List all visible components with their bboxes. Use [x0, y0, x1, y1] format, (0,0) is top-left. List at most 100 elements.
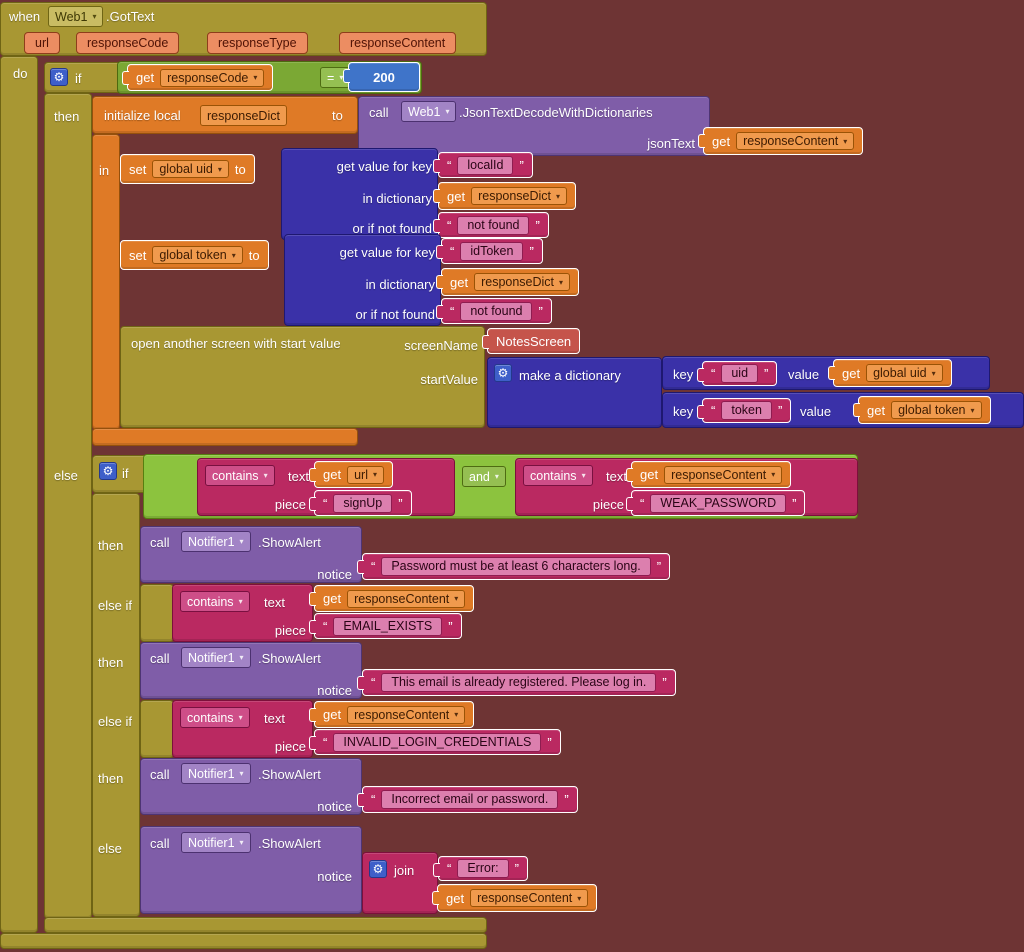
string-value[interactable]: idToken [460, 241, 524, 261]
get-global-uid-block[interactable]: get global uid▾ [828, 359, 952, 387]
variable-dropdown[interactable]: global token▾ [152, 246, 243, 264]
variable-dropdown[interactable]: global uid▾ [866, 364, 943, 382]
when-event-block-left-wall[interactable] [0, 56, 38, 933]
piece-socket-label: piece [274, 623, 306, 638]
show-alert-block-3[interactable] [140, 758, 362, 815]
call-component-dropdown[interactable]: Notifier1▾ [181, 647, 251, 668]
text-string-weak-password[interactable]: “ WEAK_PASSWORD ” [625, 490, 806, 516]
event-param-responseType[interactable]: responseType [207, 32, 308, 54]
call-component-dropdown[interactable]: Notifier1▾ [181, 763, 251, 784]
text-string-incorrect-password-message[interactable]: “ Incorrect email or password. ” [357, 786, 578, 813]
get-responseContent-block[interactable]: get responseContent▾ [308, 701, 475, 728]
text-string-idToken[interactable]: “ idToken ” [436, 238, 543, 264]
string-value[interactable]: signUp [333, 493, 393, 513]
if2-block-left-wall[interactable] [92, 493, 140, 917]
variable-dropdown[interactable]: responseDict▾ [471, 187, 568, 205]
get-responseDict-block[interactable]: get responseDict▾ [435, 268, 580, 296]
mutator-gear-icon[interactable]: ⚙ [369, 860, 387, 878]
string-value[interactable]: Incorrect email or password. [381, 790, 559, 809]
string-value[interactable]: Error: [457, 859, 509, 878]
if2-elseif1-socket-arm[interactable] [140, 584, 174, 642]
contains-dropdown[interactable]: contains▾ [205, 465, 275, 486]
mutator-gear-icon[interactable]: ⚙ [494, 364, 512, 382]
text-string-weak-password-message[interactable]: “ Password must be at least 6 characters… [356, 553, 671, 580]
init-local-block-bottom[interactable] [92, 428, 358, 446]
and-operator-dropdown[interactable]: and▾ [462, 466, 506, 487]
set-global-uid-block[interactable]: set global uid▾ to [120, 154, 255, 184]
get-responseContent-block[interactable]: get responseContent▾ [431, 884, 598, 912]
string-value[interactable]: token [721, 401, 772, 420]
get-responseCode-block[interactable]: get responseCode▾ [121, 64, 274, 91]
variable-dropdown[interactable]: global token▾ [891, 401, 982, 419]
set-keyword: set [129, 161, 147, 177]
string-value[interactable]: INVALID_LOGIN_CREDENTIALS [333, 732, 542, 752]
variable-dropdown[interactable]: responseDict▾ [474, 273, 571, 291]
text-string-email-exists[interactable]: “ EMAIL_EXISTS ” [309, 613, 462, 639]
comparison-operator-dropdown[interactable]: =▾ [320, 67, 351, 88]
get-global-token-block[interactable]: get global token▾ [853, 396, 991, 424]
show-alert-block-2[interactable] [140, 642, 362, 699]
if1-block-left-wall[interactable] [44, 93, 92, 919]
make-dictionary-block[interactable] [487, 357, 662, 428]
show-alert-block-4[interactable] [140, 826, 362, 914]
call-component-dropdown[interactable]: Web1▾ [401, 101, 457, 122]
variable-dropdown[interactable]: url▾ [347, 465, 384, 484]
text-string-token[interactable]: “ token ” [696, 398, 792, 423]
text-string-localId[interactable]: “ localId ” [433, 152, 533, 178]
string-value[interactable]: EMAIL_EXISTS [333, 616, 443, 636]
dict-lookup-token-block[interactable] [284, 234, 441, 326]
text-string-error-prefix[interactable]: “ Error: ” [433, 856, 528, 881]
variable-dropdown[interactable]: responseCode▾ [160, 68, 265, 87]
in-dictionary-label: in dictionary [365, 277, 435, 292]
if1-block-bottom[interactable] [44, 917, 487, 933]
event-component-dropdown[interactable]: Web1▾ [48, 6, 104, 27]
screen-name-value-block[interactable]: NotesScreen [481, 328, 581, 354]
event-param-responseContent[interactable]: responseContent [339, 32, 457, 54]
variable-dropdown[interactable]: responseContent▾ [736, 132, 855, 150]
call-component-dropdown[interactable]: Notifier1▾ [181, 832, 251, 853]
variable-dropdown[interactable]: global uid▾ [152, 160, 229, 178]
variable-dropdown[interactable]: responseContent▾ [470, 889, 589, 907]
mutator-gear-icon[interactable]: ⚙ [99, 462, 117, 480]
string-value[interactable]: Password must be at least 6 characters l… [381, 557, 651, 576]
mutator-gear-icon[interactable]: ⚙ [50, 68, 68, 86]
when-event-block-bottom[interactable] [0, 933, 487, 949]
get-responseContent-block[interactable]: get responseContent▾ [625, 461, 792, 488]
open-screen-block[interactable] [120, 326, 485, 428]
init-local-block-left-wall[interactable] [92, 134, 120, 430]
if2-elseif2-socket-arm[interactable] [140, 700, 174, 758]
contains-dropdown[interactable]: contains▾ [523, 465, 593, 486]
variable-dropdown[interactable]: responseContent▾ [664, 465, 783, 484]
event-param-url[interactable]: url [24, 32, 60, 54]
get-responseContent-block[interactable]: get responseContent▾ [697, 127, 864, 155]
call-component-label: Notifier1 [188, 766, 235, 781]
local-variable-name-field[interactable]: responseDict [200, 105, 287, 126]
text-string-not-found[interactable]: “ not found ” [436, 298, 552, 324]
get-responseDict-block[interactable]: get responseDict▾ [432, 182, 577, 210]
in-label: in [99, 163, 110, 178]
string-value[interactable]: localId [457, 155, 514, 175]
string-value[interactable]: This email is already registered. Please… [381, 673, 657, 692]
set-global-token-block[interactable]: set global token▾ to [120, 240, 269, 270]
string-value[interactable]: uid [721, 364, 759, 383]
variable-dropdown[interactable]: responseContent▾ [347, 705, 466, 724]
call-component-dropdown[interactable]: Notifier1▾ [181, 531, 251, 552]
text-string-uid[interactable]: “ uid ” [696, 361, 778, 386]
get-responseContent-block[interactable]: get responseContent▾ [308, 585, 475, 612]
contains-dropdown[interactable]: contains▾ [180, 591, 250, 612]
variable-dropdown[interactable]: responseContent▾ [347, 589, 466, 608]
get-url-block[interactable]: get url▾ [309, 461, 393, 488]
text-string-email-registered-message[interactable]: “ This email is already registered. Plea… [357, 669, 676, 696]
text-string-not-found[interactable]: “ not found ” [433, 212, 549, 238]
string-value[interactable]: not found [457, 215, 530, 235]
number-200-block[interactable]: 200 [343, 62, 420, 92]
string-value[interactable]: WEAK_PASSWORD [650, 493, 787, 513]
method-name-label: .ShowAlert [258, 836, 321, 851]
string-value[interactable]: not found [460, 301, 533, 321]
show-alert-block-1[interactable] [140, 526, 362, 583]
text-string-signUp[interactable]: “ signUp ” [309, 490, 412, 516]
text-string-invalid-login[interactable]: “ INVALID_LOGIN_CREDENTIALS ” [309, 729, 561, 755]
event-param-responseCode[interactable]: responseCode [76, 32, 180, 54]
contains-dropdown[interactable]: contains▾ [180, 707, 250, 728]
